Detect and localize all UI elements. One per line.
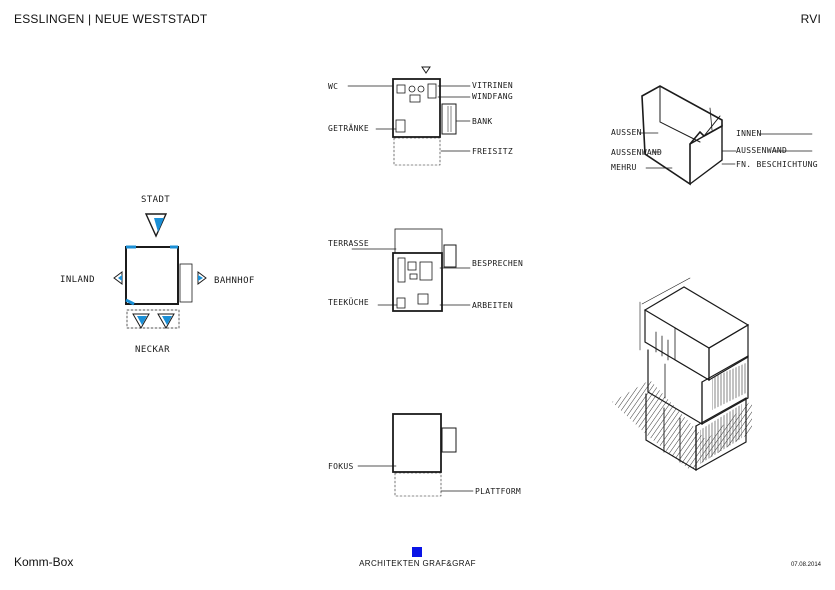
ground-label-right-3: FREISITZ (472, 147, 513, 156)
site-plan-forecourt (126, 309, 180, 329)
ground-label-left-1: GETRÄNKE (328, 123, 369, 133)
office-logo-square (412, 547, 422, 557)
upper-label-right-0: BESPRECHEN (472, 259, 523, 268)
ground-label-right-0: VITRINEN (472, 81, 513, 90)
upper-label-right-1: ARBEITEN (472, 301, 513, 310)
module-sketch: AUSSEN AUSSENWAND MEHRU INNEN AUSSENWAND… (611, 85, 818, 186)
site-plan-box (125, 246, 179, 305)
site-plan-stair (179, 263, 193, 303)
upper-label-left-1: TEEKÜCHE (328, 297, 369, 307)
tower-sketch (612, 277, 752, 472)
site-label-bottom: NECKAR (135, 345, 170, 355)
module-label-right-0: INNEN (736, 129, 762, 138)
sheet-code: RVI (800, 12, 821, 26)
project-name: Komm-Box (14, 555, 74, 569)
arrow-neckar-right-icon (157, 313, 175, 330)
top-label-left-0: FOKUS (328, 462, 354, 471)
site-label-left: INLAND (60, 275, 95, 285)
office-name: ARCHITEKTEN GRAF&GRAF (359, 559, 476, 568)
ground-label-left-0: WC (328, 82, 338, 91)
entry-arrow-icon (421, 66, 431, 74)
top-plan-box (392, 413, 442, 473)
module-label-left-0: AUSSEN (611, 128, 642, 137)
plan-upper-floor: TERRASSE TEEKÜCHE BESPRECHEN ARBEITEN (328, 228, 523, 312)
ground-plan-terrace (393, 137, 441, 166)
upper-plan-terrace (394, 228, 443, 254)
ground-label-right-1: WINDFANG (472, 92, 513, 101)
module-label-right-2: FN. BESCHICHTUNG (736, 160, 818, 169)
module-body (641, 85, 723, 186)
site-plan: STADT INLAND BAHNHOF NECKAR (60, 195, 255, 355)
arrow-neckar-left-icon (132, 313, 150, 330)
plan-top-floor: FOKUS PLATTFORM (328, 413, 521, 497)
module-label-left-2: MEHRU (611, 163, 637, 172)
upper-plan-box (392, 252, 443, 312)
upper-label-left-0: TERRASSE (328, 239, 369, 248)
ground-plan-box (392, 78, 441, 138)
sheet-date: 07.08.2014 (790, 562, 821, 568)
top-plan-platform (394, 472, 442, 497)
site-label-top: STADT (141, 195, 170, 205)
top-label-right-0: PLATTFORM (475, 487, 521, 496)
sheet-title: ESSLINGEN | NEUE WESTSTADT (14, 12, 208, 26)
module-label-left-1: AUSSENWAND (611, 148, 662, 157)
plan-ground-floor: WC GETRÄNKE VITRINEN WINDFANG BANK FREIS… (328, 66, 513, 166)
ground-label-right-2: BANK (472, 117, 492, 126)
module-label-right-1: AUSSENWAND (736, 146, 787, 155)
site-label-right: BAHNHOF (214, 276, 255, 286)
